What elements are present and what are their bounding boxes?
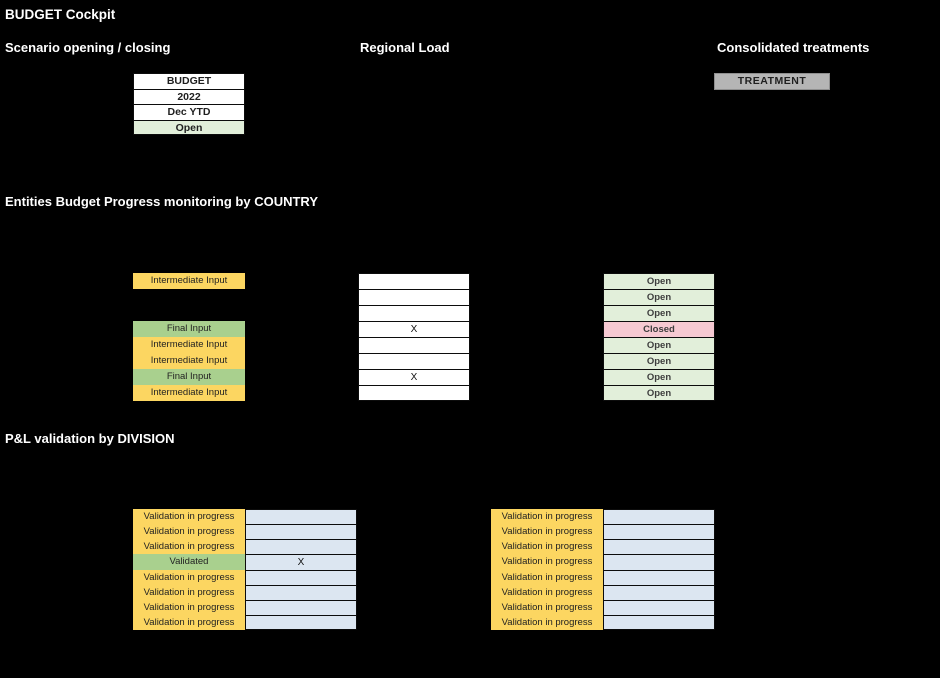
pnl-status-cell: Validation in progress <box>491 539 603 555</box>
pnl-mark-cell[interactable] <box>603 554 715 570</box>
pnl-right-status-column: Validation in progress Validation in pro… <box>491 509 603 630</box>
country-state-cell: Open <box>603 353 715 369</box>
page-title: BUDGET Cockpit <box>5 7 116 22</box>
scenario-year-cell: 2022 <box>133 88 245 104</box>
country-input-status-cell: Intermediate Input <box>133 353 245 369</box>
country-input-status-cell: Intermediate Input <box>133 273 245 289</box>
pnl-mark-cell[interactable] <box>245 539 357 555</box>
pnl-mark-cell[interactable] <box>603 569 715 585</box>
pnl-status-cell: Validation in progress <box>133 599 245 615</box>
pnl-left-mark-column: X <box>245 509 357 630</box>
pnl-left-status-column: Validation in progress Validation in pro… <box>133 509 245 630</box>
pnl-status-cell: Validation in progress <box>133 569 245 585</box>
regional-load-cell[interactable] <box>358 305 470 321</box>
treatment-button[interactable]: TREATMENT <box>714 73 830 90</box>
country-input-status-cell <box>133 305 245 321</box>
section-heading-regional-load: Regional Load <box>360 40 450 55</box>
country-state-cell: Open <box>603 305 715 321</box>
pnl-status-cell: Validated <box>133 554 245 570</box>
pnl-mark-cell[interactable]: X <box>245 554 357 570</box>
regional-load-cell[interactable] <box>358 337 470 353</box>
regional-load-cell[interactable] <box>358 273 470 289</box>
pnl-mark-cell[interactable] <box>603 614 715 630</box>
scenario-name-cell: BUDGET <box>133 73 245 89</box>
country-input-status-cell: Final Input <box>133 321 245 337</box>
scenario-period-cell: Dec YTD <box>133 104 245 120</box>
pnl-mark-cell[interactable] <box>245 584 357 600</box>
regional-load-cell[interactable] <box>358 353 470 369</box>
pnl-mark-cell[interactable] <box>245 509 357 525</box>
pnl-mark-cell[interactable] <box>245 614 357 630</box>
section-heading-consolidated-treatments: Consolidated treatments <box>717 40 870 55</box>
section-heading-pnl-validation: P&L validation by DIVISION <box>5 431 175 446</box>
pnl-status-cell: Validation in progress <box>491 524 603 540</box>
section-heading-country-monitoring: Entities Budget Progress monitoring by C… <box>5 194 318 209</box>
pnl-right-mark-column <box>603 509 715 630</box>
pnl-status-cell: Validation in progress <box>491 599 603 615</box>
pnl-status-cell: Validation in progress <box>133 539 245 555</box>
country-input-status-cell: Final Input <box>133 369 245 385</box>
section-heading-scenario: Scenario opening / closing <box>5 40 171 55</box>
regional-load-cell[interactable]: X <box>358 369 470 385</box>
pnl-status-cell: Validation in progress <box>133 509 245 525</box>
pnl-status-cell: Validation in progress <box>133 614 245 630</box>
pnl-status-cell: Validation in progress <box>491 584 603 600</box>
regional-load-cell[interactable] <box>358 289 470 305</box>
pnl-mark-cell[interactable] <box>245 599 357 615</box>
country-state-cell: Open <box>603 337 715 353</box>
pnl-status-cell: Validation in progress <box>491 509 603 525</box>
pnl-mark-cell[interactable] <box>603 524 715 540</box>
pnl-status-cell: Validation in progress <box>133 584 245 600</box>
pnl-status-cell: Validation in progress <box>491 614 603 630</box>
country-state-cell: Open <box>603 385 715 401</box>
pnl-mark-cell[interactable] <box>603 584 715 600</box>
country-state-cell: Open <box>603 273 715 289</box>
pnl-mark-cell[interactable] <box>603 509 715 525</box>
country-state-cell: Closed <box>603 321 715 337</box>
country-input-status-cell: Intermediate Input <box>133 385 245 401</box>
pnl-status-cell: Validation in progress <box>133 524 245 540</box>
country-input-status-cell <box>133 289 245 305</box>
pnl-status-cell: Validation in progress <box>491 569 603 585</box>
country-input-status-column: Intermediate Input Final Input Intermedi… <box>133 273 245 401</box>
country-state-cell: Open <box>603 369 715 385</box>
country-state-column: Open Open Open Closed Open Open Open Ope… <box>603 273 715 401</box>
scenario-table: BUDGET 2022 Dec YTD Open <box>133 73 245 135</box>
country-state-cell: Open <box>603 289 715 305</box>
regional-load-cell[interactable]: X <box>358 321 470 337</box>
regional-load-cell[interactable] <box>358 385 470 401</box>
country-input-status-cell: Intermediate Input <box>133 337 245 353</box>
country-regional-load-column: X X <box>358 273 470 401</box>
scenario-status-cell: Open <box>133 119 245 135</box>
pnl-mark-cell[interactable] <box>245 569 357 585</box>
pnl-status-cell: Validation in progress <box>491 554 603 570</box>
pnl-mark-cell[interactable] <box>245 524 357 540</box>
pnl-mark-cell[interactable] <box>603 599 715 615</box>
pnl-mark-cell[interactable] <box>603 539 715 555</box>
